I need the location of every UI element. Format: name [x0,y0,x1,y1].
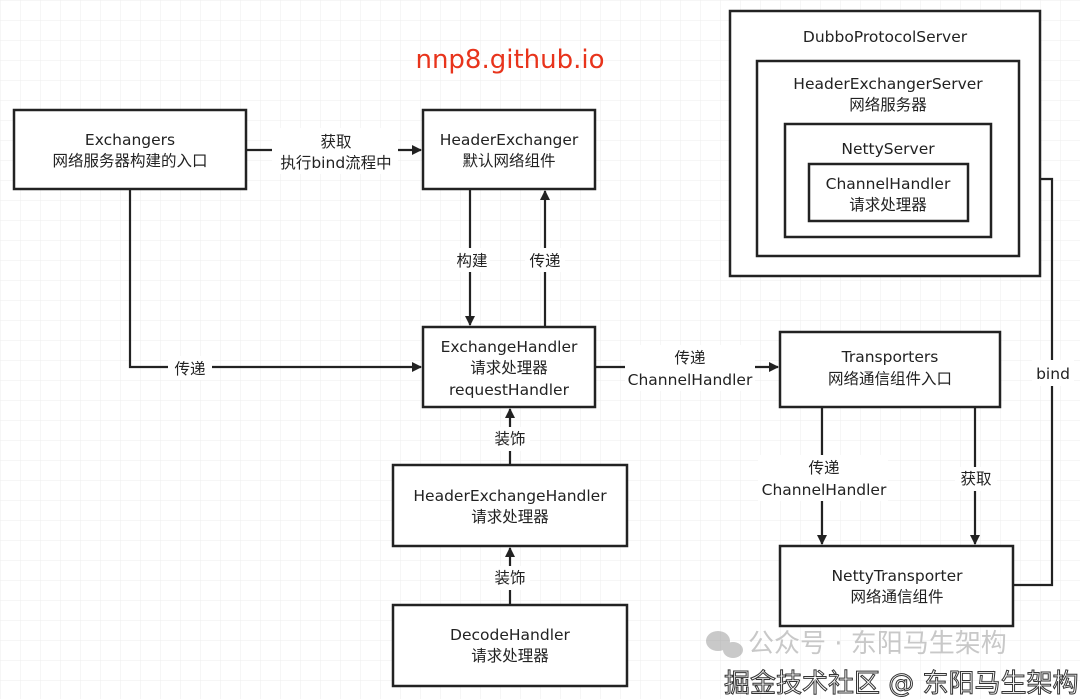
edge-label: 传递 [674,349,705,367]
edge-label: 获取 [320,133,351,151]
edge-label: 传递 [808,459,839,477]
edge-label: 传递 [174,360,205,378]
url-watermark: nnp8.github.io [415,45,604,75]
wechat-icon [706,631,743,658]
svg-text:DecodeHandler: DecodeHandler [450,626,571,644]
edge-label: 传递 [529,252,560,270]
svg-text:网络通信组件入口: 网络通信组件入口 [828,370,952,388]
svg-text:请求处理器: 请求处理器 [471,647,549,665]
box-decode-handler: DecodeHandler 请求处理器 [391,603,629,688]
svg-text:DubboProtocolServer: DubboProtocolServer [803,28,968,46]
juejin-watermark: 掘金技术社区 @ 东阳马生架构 [724,669,1079,699]
edge-label: 装饰 [494,430,525,448]
svg-text:requestHandler: requestHandler [449,381,570,399]
edge-label: bind [1036,365,1070,383]
edge-label: 获取 [960,470,991,488]
svg-text:HeaderExchanger: HeaderExchanger [440,131,579,149]
svg-text:HeaderExchangeHandler: HeaderExchangeHandler [413,487,607,505]
svg-text:ExchangeHandler: ExchangeHandler [441,338,578,356]
box-header-exchange-handler: HeaderExchangeHandler 请求处理器 [391,463,629,548]
box-netty-transporter: NettyTransporter 网络通信组件 [778,544,1015,628]
box-channel-handler: ChannelHandler 请求处理器 [807,162,970,223]
svg-text:HeaderExchangerServer: HeaderExchangerServer [793,75,983,93]
edge-exchangers-exchange-handler [128,189,422,372]
edge-label: ChannelHandler [628,371,753,389]
svg-text:网络服务器构建的入口: 网络服务器构建的入口 [52,152,207,170]
svg-text:网络服务器: 网络服务器 [849,96,927,114]
svg-text:Transporters: Transporters [841,348,939,366]
svg-text:网络通信组件: 网络通信组件 [850,588,943,606]
box-header-exchanger: HeaderExchanger 默认网络组件 [421,108,597,191]
svg-text:请求处理器: 请求处理器 [849,196,927,214]
edge-label: ChannelHandler [762,481,887,499]
svg-text:请求处理器: 请求处理器 [470,359,548,377]
wechat-watermark: 公众号 · 东阳马生架构 [748,629,1007,659]
box-exchangers: Exchangers 网络服务器构建的入口 [12,108,248,191]
box-exchange-handler: ExchangeHandler 请求处理器 requestHandler [421,325,597,409]
svg-text:默认网络组件: 默认网络组件 [462,152,555,170]
edge-label: 装饰 [494,569,525,587]
edge-label: 构建 [456,252,487,270]
svg-text:NettyTransporter: NettyTransporter [831,567,963,585]
edge-label: 执行bind流程中 [280,154,391,172]
box-transporters: Transporters 网络通信组件入口 [778,330,1002,409]
svg-text:Exchangers: Exchangers [85,131,175,149]
svg-text:NettyServer: NettyServer [841,140,935,158]
svg-text:ChannelHandler: ChannelHandler [826,175,951,193]
svg-text:请求处理器: 请求处理器 [471,508,549,526]
